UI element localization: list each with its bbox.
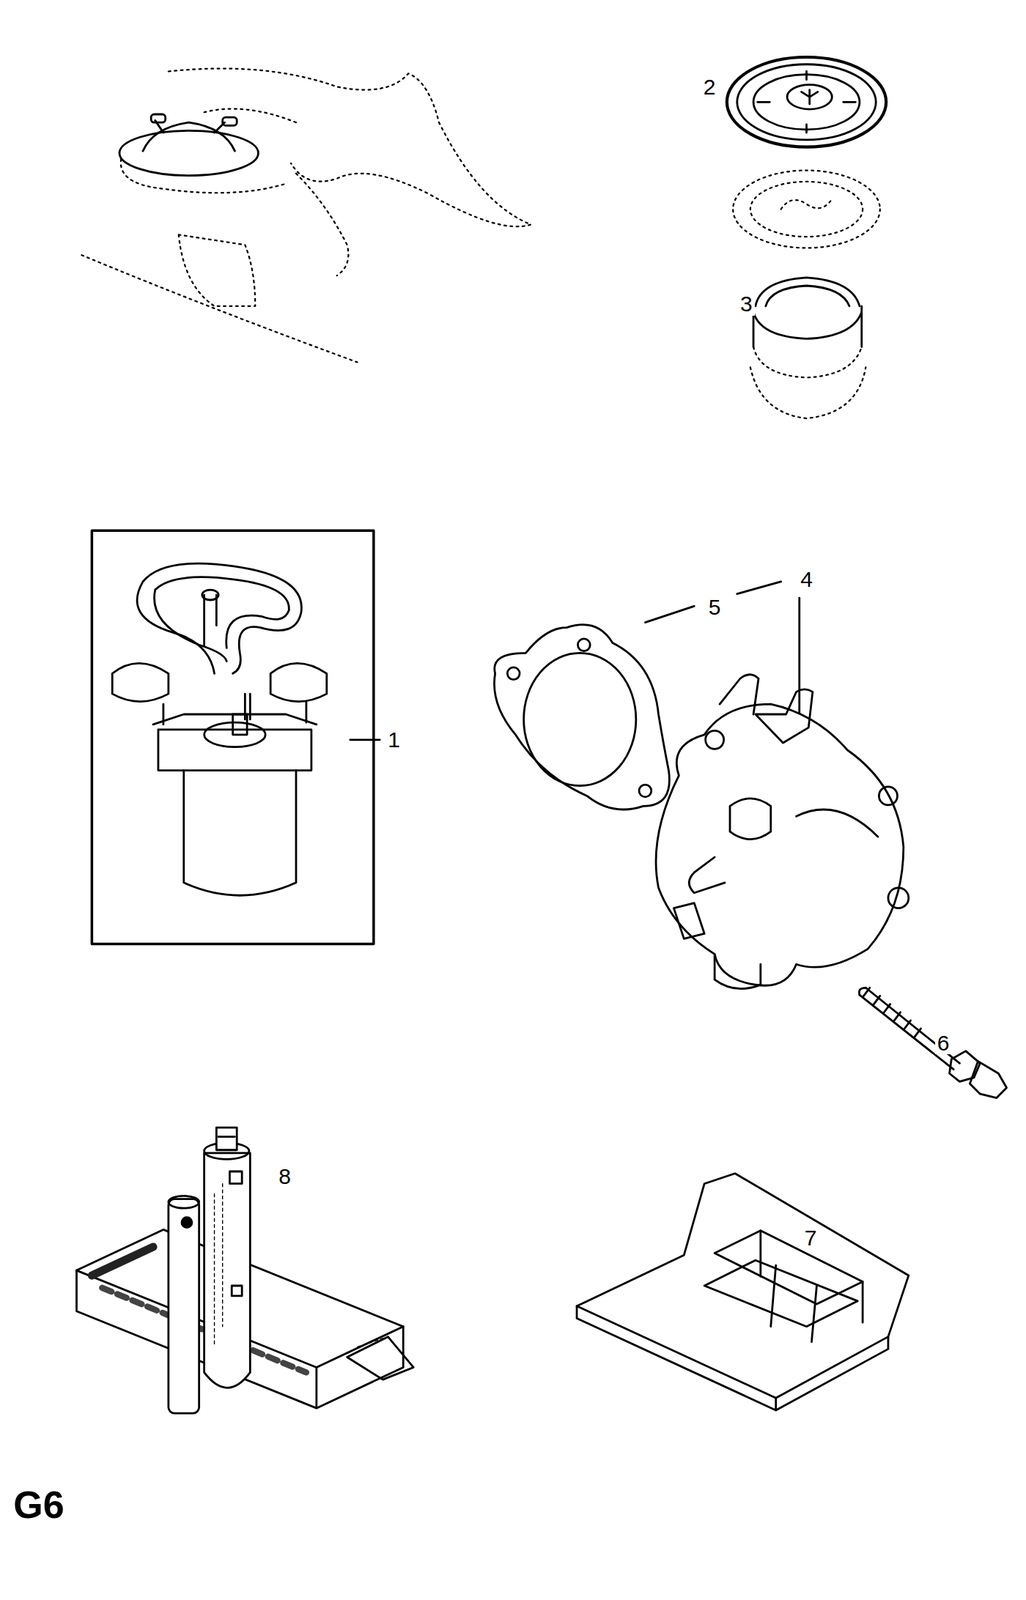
- callout-number: 3: [737, 292, 755, 316]
- page-code: G6: [10, 1485, 66, 1526]
- callout-number: 4: [798, 567, 815, 592]
- callout-number: 1: [385, 728, 403, 752]
- callout-number: 8: [276, 1165, 294, 1189]
- callout-number: 5: [706, 595, 724, 620]
- vacuum-pump: [655, 674, 909, 990]
- callout-number: 7: [802, 1226, 820, 1251]
- leader-line: [350, 738, 380, 741]
- leader-line: [737, 581, 782, 595]
- sealant-kit: [76, 1127, 414, 1414]
- leader-line: [798, 598, 801, 729]
- callout-number: 2: [701, 75, 719, 99]
- filter-cover: [119, 114, 258, 176]
- filter-lid: [726, 57, 887, 148]
- vehicle-outline: [81, 68, 531, 363]
- gasket: [493, 625, 670, 810]
- filter-element: [732, 170, 881, 249]
- mounting-tray: [576, 1174, 909, 1411]
- leader-line: [644, 606, 695, 623]
- callout-number: 6: [935, 1031, 952, 1056]
- kit-frame: [91, 530, 374, 944]
- fuel-pump-kit: [112, 563, 327, 896]
- seal-ring: [750, 277, 866, 419]
- bolt: [858, 987, 1007, 1098]
